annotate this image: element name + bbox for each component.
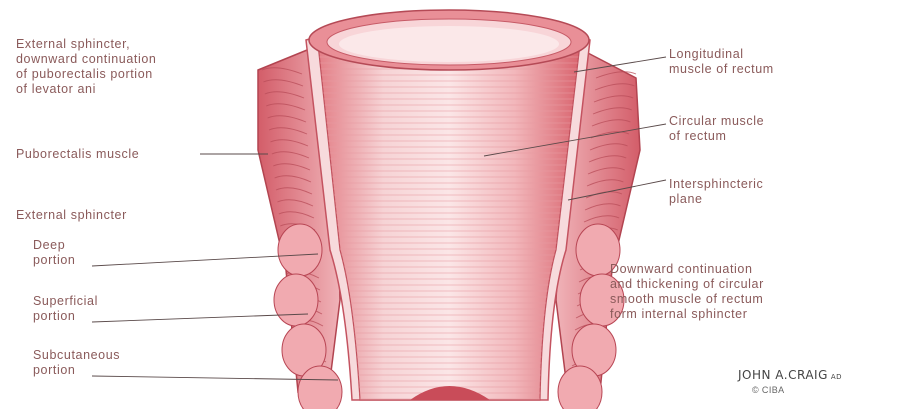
circular-muscle-striations [318, 40, 580, 400]
left-external-sphincter-lobe [274, 274, 318, 326]
left-external-sphincter-lobe [278, 224, 322, 276]
label-internal-sphincter: Downward continuation and thickening of … [610, 262, 764, 322]
label-external-sphincter: External sphincter [16, 208, 127, 223]
copyright-label: © CIBA [752, 385, 785, 395]
leader-superficial [92, 314, 308, 322]
label-external-sphincter-continuation: External sphincter, downward continuatio… [16, 37, 156, 97]
label-puborectalis: Puborectalis muscle [16, 147, 139, 162]
